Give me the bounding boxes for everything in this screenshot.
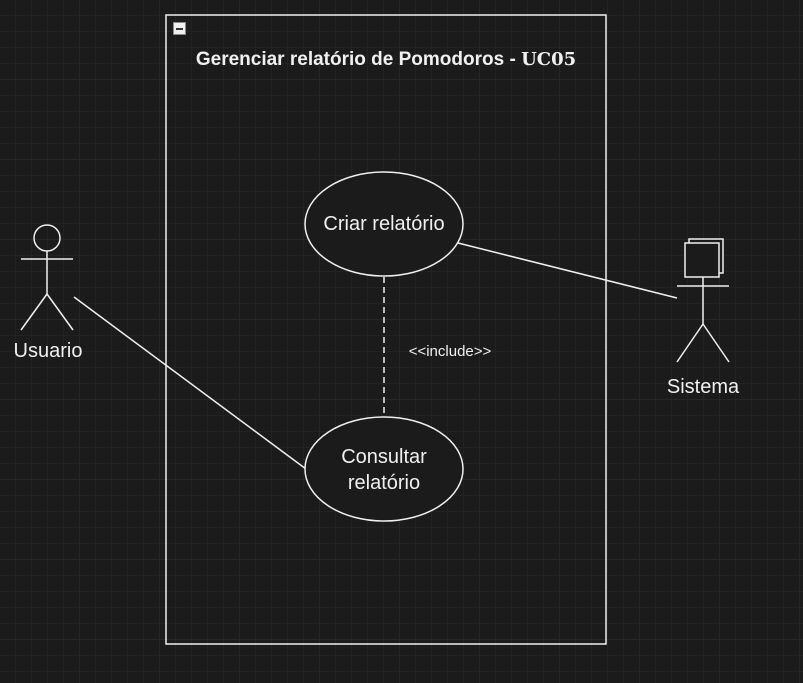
actor-sistema-label: Sistema bbox=[666, 376, 740, 398]
actor-sistema-icon-front bbox=[684, 242, 720, 278]
actor-sistema-left-leg bbox=[676, 323, 704, 363]
actor-usuario-figure[interactable] bbox=[20, 224, 74, 331]
actor-usuario-left-leg bbox=[20, 293, 48, 331]
association-usuario-consultar[interactable] bbox=[73, 296, 307, 470]
actor-sistema-figure[interactable] bbox=[676, 238, 730, 363]
usecase-criar-label: Criar relatório bbox=[323, 213, 445, 235]
usecase-consultar-relatorio[interactable] bbox=[304, 416, 464, 522]
usecase-consultar-label-line1: Consultar bbox=[341, 446, 427, 468]
association-criar-sistema[interactable] bbox=[457, 242, 678, 299]
system-boundary[interactable] bbox=[165, 14, 607, 645]
actor-sistema-right-leg bbox=[702, 323, 730, 363]
usecase-consultar-label-line2: relatório bbox=[347, 472, 421, 494]
minus-bar bbox=[176, 28, 183, 30]
boundary-title-text: Gerenciar relatório de Pomodoros - bbox=[195, 49, 522, 70]
boundary-title-code: UC05 bbox=[521, 49, 577, 70]
system-boundary-title: Gerenciar relatório de Pomodoros - UC05 bbox=[166, 49, 606, 71]
usecase-criar-relatorio[interactable] bbox=[304, 171, 464, 277]
include-stereotype-label: <<include>> bbox=[408, 343, 492, 360]
minus-box-icon[interactable] bbox=[173, 22, 186, 35]
actor-usuario-head bbox=[33, 224, 61, 252]
actor-usuario-right-leg bbox=[46, 293, 74, 331]
actor-usuario-label: Usuario bbox=[13, 340, 83, 362]
